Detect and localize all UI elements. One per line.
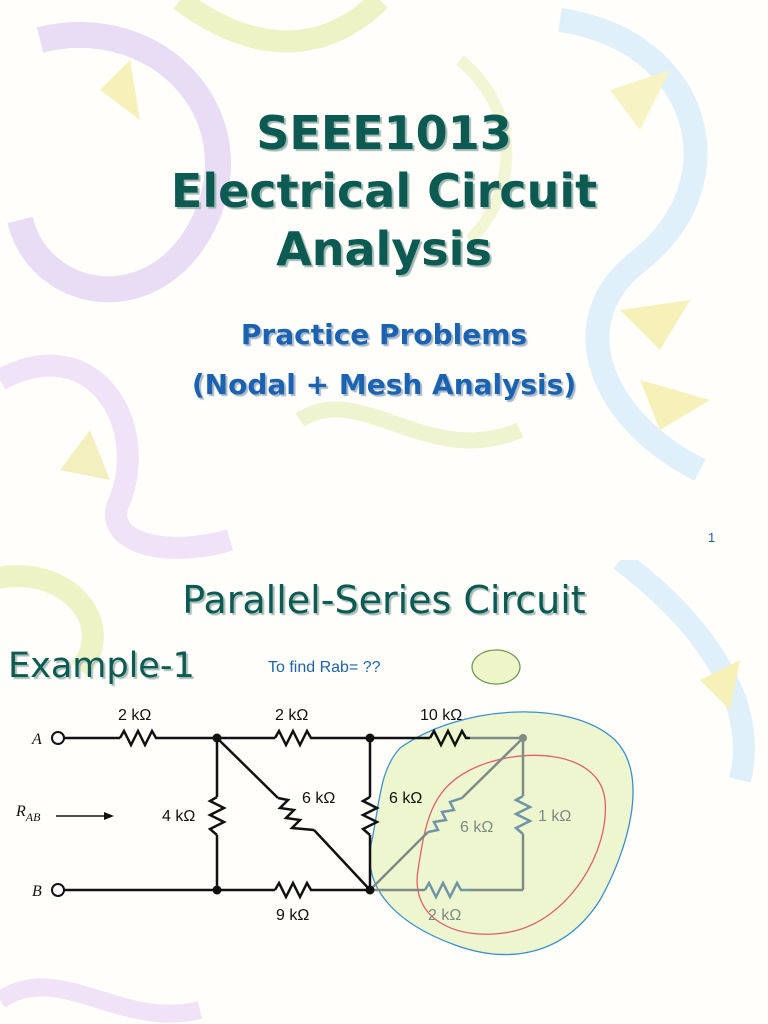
resistor-bottom-right-label: 2 kΩ (428, 907, 461, 924)
resistor-left-vertical-symbol (207, 795, 227, 836)
title-line-3: Analysis (276, 222, 492, 276)
circuit-wires (64, 736, 430, 892)
resistor-bottom-mid-symbol (273, 880, 315, 900)
highlight-region-inner (416, 754, 607, 935)
resistor-right-vertical-symbol (513, 794, 533, 835)
page-number: 1 (708, 530, 716, 545)
example-slide: Parallel-Series Circuit Example-1 To fin… (0, 560, 768, 1024)
highlight-ellipse-shape (471, 649, 521, 685)
circuit-diagram: A B RAB 2 kΩ 2 kΩ 10 kΩ 4 kΩ 6 kΩ 6 kΩ 9… (15, 707, 634, 956)
node-right-top (519, 734, 527, 742)
ribbon-background (0, 560, 755, 1023)
resistor-bottom-right-symbol (423, 880, 470, 900)
resistor-top-left-symbol (118, 728, 160, 748)
highlighted-subcircuit-wires (369, 736, 525, 892)
resistor-mid-vertical-label: 6 kΩ (389, 790, 422, 807)
highlight-region-outer (369, 711, 634, 956)
subtitle-line-1: Practice Problems (240, 318, 528, 351)
resistor-top-mid-symbol (273, 728, 315, 748)
resistor-top-right-label: 10 kΩ (420, 707, 462, 724)
rab-label: RAB (15, 803, 41, 824)
rab-arrow (56, 812, 114, 820)
resistor-top-left-label: 2 kΩ (118, 707, 151, 724)
resistor-top-right-symbol (428, 728, 470, 748)
terminal-b-symbol (51, 883, 65, 897)
terminal-b-label: B (32, 883, 42, 900)
resistor-left-vertical-label: 4 kΩ (162, 808, 195, 825)
circuit-nodes (212, 733, 375, 895)
resistor-inner-diagonal-label: 6 kΩ (460, 819, 493, 836)
ribbon-background (0, 0, 710, 559)
title-slide: SEEE1013 Electrical Circuit Analysis Pra… (0, 0, 768, 559)
title-line-2: Electrical Circuit (170, 164, 598, 218)
slide-title: Parallel-Series Circuit (182, 578, 586, 622)
resistor-mid-vertical-symbol (360, 795, 380, 836)
annotation-text: To find Rab= ?? (268, 659, 381, 676)
example-label: Example-1 (8, 646, 195, 686)
resistor-right-vertical-label: 1 kΩ (538, 808, 571, 825)
resistor-top-mid-label: 2 kΩ (275, 707, 308, 724)
presentation-title: SEEE1013 Electrical Circuit Analysis (0, 104, 768, 278)
resistor-bottom-mid-label: 9 kΩ (276, 907, 309, 924)
resistor-inner-diagonal-symbol (427, 796, 463, 834)
terminal-a-label: A (31, 731, 42, 748)
presentation-subtitle: Practice Problems (Nodal + Mesh Analysis… (0, 310, 768, 410)
resistor-diagonal-symbol (277, 796, 315, 832)
resistor-diagonal-label: 6 kΩ (302, 790, 335, 807)
title-line-1: SEEE1013 (256, 106, 512, 160)
subtitle-line-2: (Nodal + Mesh Analysis) (191, 368, 577, 401)
terminal-a-symbol (51, 731, 65, 745)
